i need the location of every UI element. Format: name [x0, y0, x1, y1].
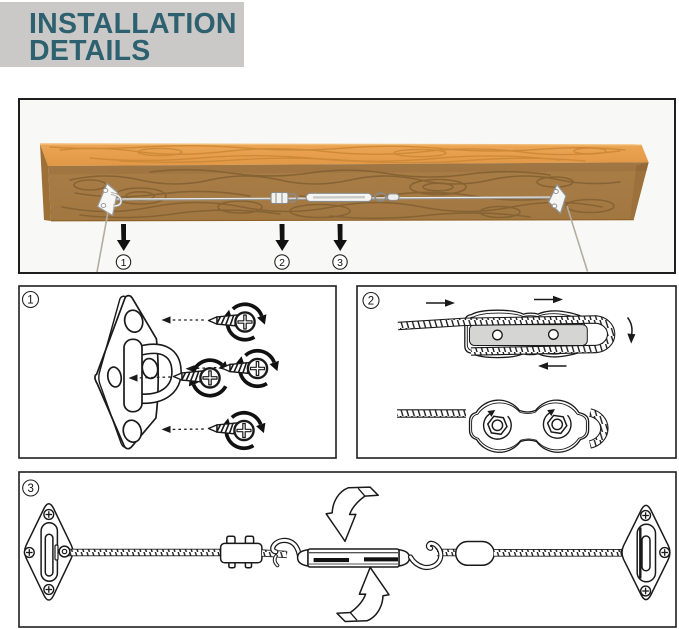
svg-text:1: 1	[27, 295, 33, 307]
svg-text:DETAILS: DETAILS	[29, 35, 151, 67]
svg-text:INSTALLATION: INSTALLATION	[29, 8, 237, 40]
svg-text:3: 3	[337, 257, 343, 269]
svg-text:3: 3	[27, 483, 33, 495]
svg-text:2: 2	[368, 296, 374, 308]
svg-text:1: 1	[121, 257, 127, 269]
svg-text:2: 2	[279, 257, 285, 269]
